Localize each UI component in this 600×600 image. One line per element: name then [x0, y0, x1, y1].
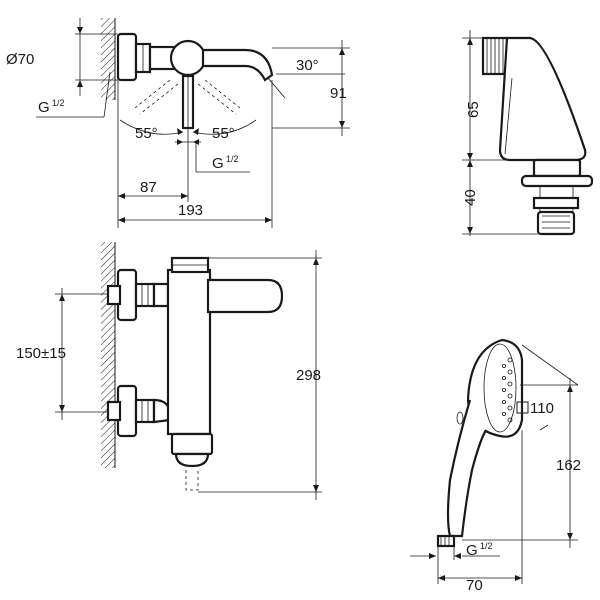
front-lever [206, 278, 284, 314]
thread-center-frac: 1/2 [226, 154, 239, 164]
offset-87-label: 87 [140, 179, 157, 196]
shower-handle [446, 399, 487, 538]
front-body [166, 268, 212, 436]
lower-height-40-label: 40 [462, 189, 479, 206]
flange-diameter-label: Ø70 [6, 51, 34, 68]
center-distance-label: 150±15 [16, 345, 66, 362]
mixer-body [169, 39, 207, 77]
length-162-label: 162 [556, 457, 581, 474]
height-91-label: 91 [330, 85, 347, 102]
hand-shower-view: 110 162 G 1/2 70 [410, 338, 581, 594]
front-wall-hatch [101, 242, 115, 468]
square-icon [516, 401, 529, 414]
handle-body [498, 36, 587, 162]
hand-thread-frac: 1/2 [480, 541, 493, 551]
spout [201, 48, 274, 82]
hand-width-70-label: 70 [466, 577, 483, 594]
flange [116, 32, 138, 82]
angle-left-label: 55° [135, 125, 158, 142]
upper-height-65-label: 65 [465, 101, 482, 118]
total-width-193-label: 193 [178, 202, 203, 219]
thread-left-label: G [38, 99, 50, 116]
front-view: 150±15 298 [16, 242, 322, 500]
angle-right-label: 55° [212, 125, 235, 142]
side-view: 65 40 [462, 30, 594, 236]
hand-thread-label: G [466, 542, 478, 559]
spout-angle-label: 30° [296, 57, 319, 74]
shower-head [466, 338, 524, 438]
head-size-110-label: 110 [530, 400, 554, 417]
height-298-label: 298 [296, 367, 321, 384]
thread-left-frac: 1/2 [52, 98, 65, 108]
thread-center-label: G [212, 155, 224, 172]
wall-hatch [101, 18, 115, 100]
top-view: Ø70 G 1/2 30° 91 55° 55° G 1/2 87 [6, 18, 350, 228]
